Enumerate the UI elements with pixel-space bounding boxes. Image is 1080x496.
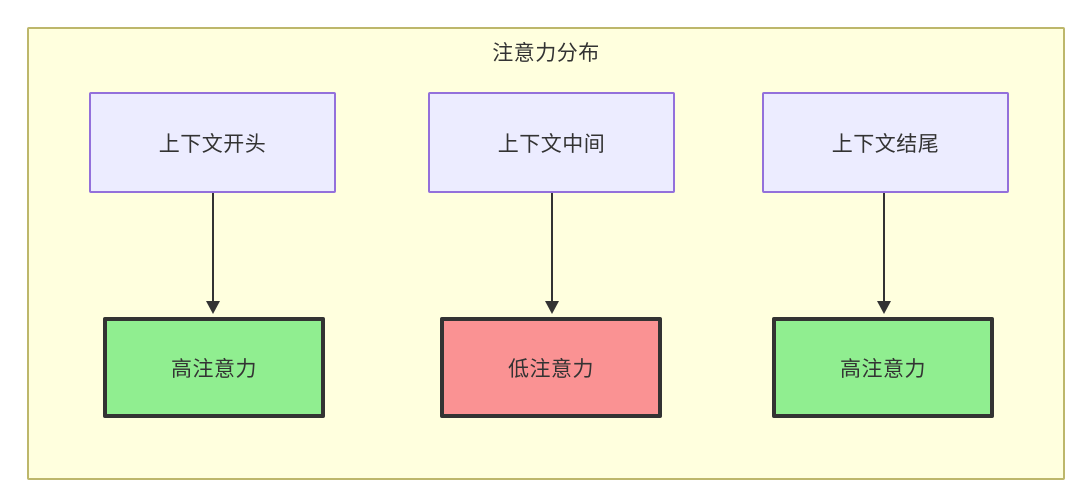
node-low-attention-middle[interactable]: 低注意力: [440, 317, 662, 418]
node-context-start-label: 上下文开头: [158, 132, 267, 156]
edge-context-end-to-attention: [876, 193, 892, 317]
node-high-attention-start[interactable]: 高注意力: [103, 317, 325, 418]
edge-line: [212, 193, 214, 305]
arrow-down-icon: [877, 301, 891, 314]
node-high-attention-end-label: 高注意力: [840, 357, 926, 381]
edge-line: [883, 193, 885, 305]
node-low-attention-middle-label: 低注意力: [508, 357, 594, 381]
node-context-end-label: 上下文结尾: [831, 132, 940, 156]
edge-line: [551, 193, 553, 305]
arrow-down-icon: [206, 301, 220, 314]
node-high-attention-end[interactable]: 高注意力: [772, 317, 994, 418]
node-context-start[interactable]: 上下文开头: [89, 92, 336, 193]
node-context-end[interactable]: 上下文结尾: [762, 92, 1009, 193]
node-high-attention-start-label: 高注意力: [171, 357, 257, 381]
arrow-down-icon: [545, 301, 559, 314]
node-context-middle-label: 上下文中间: [497, 132, 606, 156]
edge-context-middle-to-attention: [544, 193, 560, 317]
node-context-middle[interactable]: 上下文中间: [428, 92, 675, 193]
edge-context-start-to-attention: [205, 193, 221, 317]
cluster-title: 注意力分布: [492, 42, 600, 65]
